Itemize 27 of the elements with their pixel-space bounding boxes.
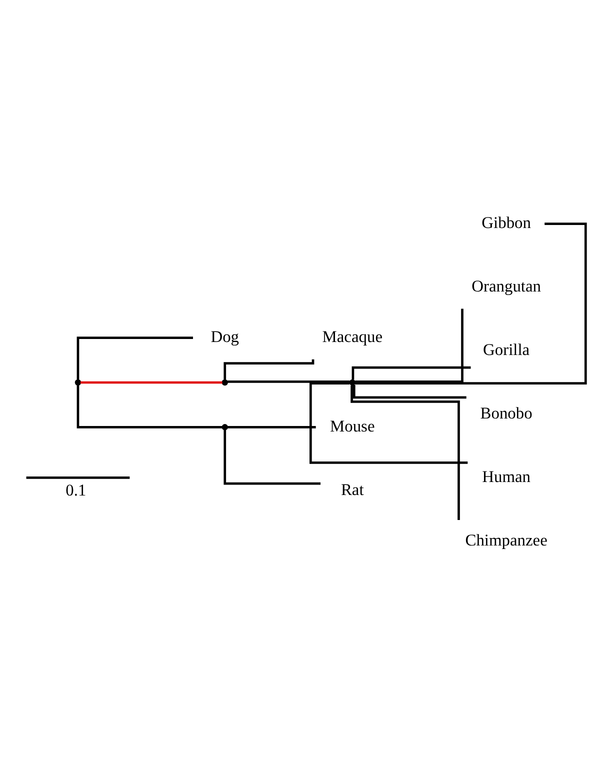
node-text: Rat [340, 480, 364, 499]
node-point [222, 424, 228, 430]
node-text: Dog [210, 327, 240, 346]
node-text: Macaque [322, 327, 383, 346]
connector [228, 426, 316, 428]
node-point [74, 379, 82, 386]
connector [352, 384, 466, 399]
label: 0.1 [66, 480, 86, 500]
node-text: Bonobo [480, 404, 532, 423]
node-text: Gorilla [483, 340, 530, 360]
connector [224, 430, 321, 485]
node-text: Orangutan [472, 276, 542, 296]
node-text: Human [482, 467, 531, 486]
connector [352, 366, 471, 380]
node-text: Chimpanzee [465, 530, 548, 550]
connector [76, 336, 193, 380]
node-text: Gibbon [482, 213, 531, 232]
connector [355, 308, 464, 383]
connector [228, 380, 350, 383]
connector [355, 222, 587, 385]
node-text: Mouse [330, 416, 375, 436]
connector [310, 382, 468, 464]
node-point [349, 379, 356, 386]
connector [76, 385, 222, 428]
node-point [222, 379, 228, 386]
connector [350, 386, 460, 520]
connector [80, 381, 222, 384]
